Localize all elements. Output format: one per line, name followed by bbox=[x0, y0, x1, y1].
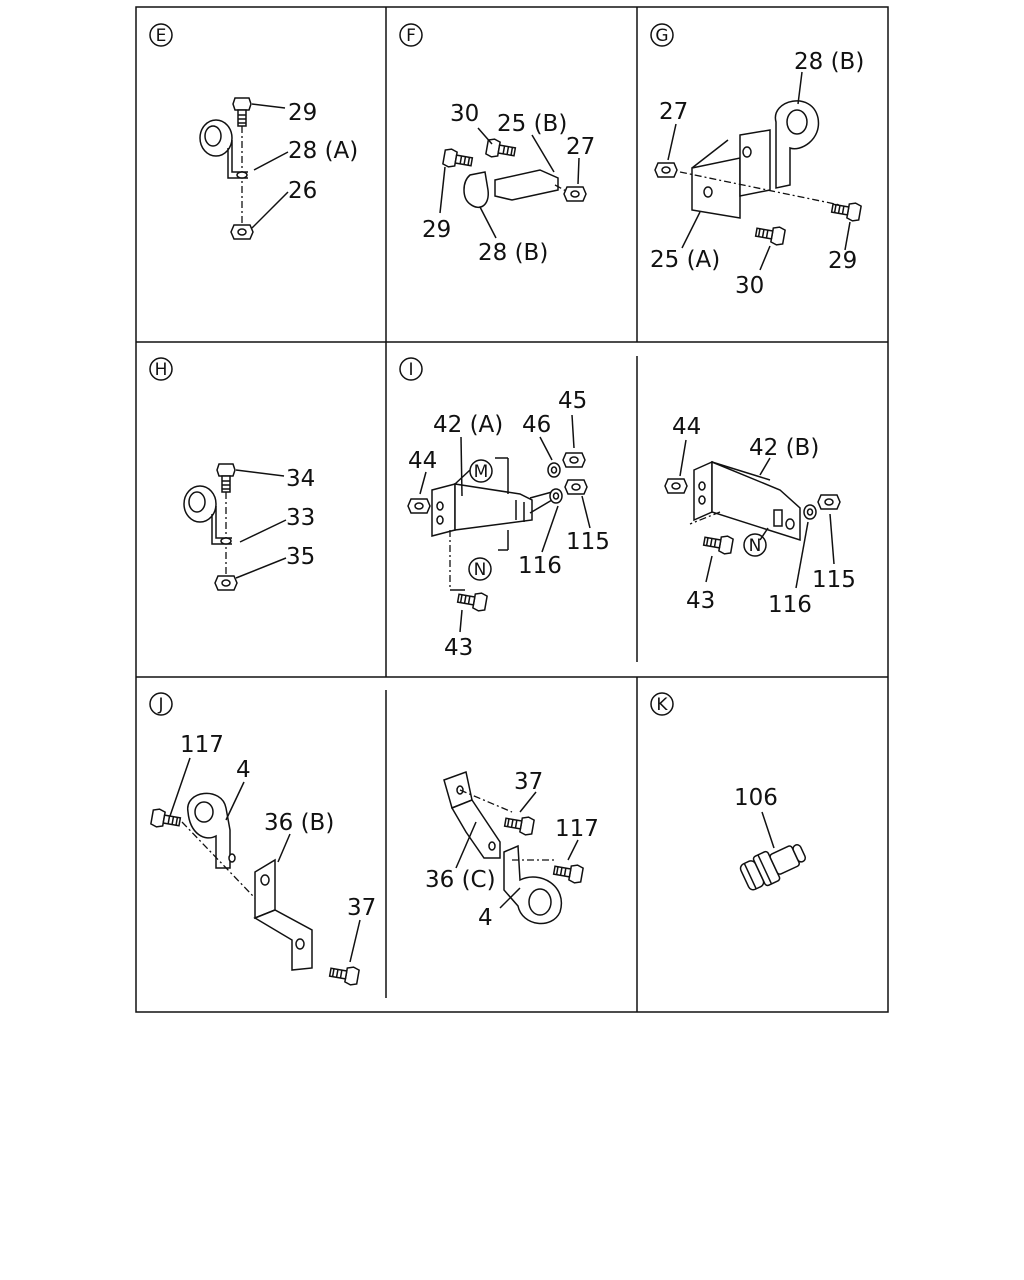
panel-letter: J bbox=[149, 692, 173, 716]
part-label: 37 bbox=[514, 769, 543, 795]
part-label: 115 bbox=[566, 529, 610, 555]
bracket-42a-drawing bbox=[407, 414, 591, 633]
part-label: 117 bbox=[180, 732, 224, 758]
part-label: 117 bbox=[555, 816, 599, 842]
bracket-36c-drawing bbox=[443, 771, 585, 925]
panel-letter: E bbox=[149, 23, 173, 47]
part-label: 44 bbox=[408, 448, 437, 474]
part-label: 27 bbox=[659, 99, 688, 125]
marker-m: M bbox=[469, 459, 493, 483]
part-label: 33 bbox=[286, 505, 315, 531]
svg-text:K: K bbox=[656, 695, 668, 715]
part-label: 44 bbox=[672, 414, 701, 440]
part-label: 30 bbox=[735, 273, 764, 299]
bracket-25b-drawing bbox=[439, 127, 587, 239]
fitting-106-drawing bbox=[739, 811, 807, 891]
part-label: 43 bbox=[686, 588, 715, 614]
bracket-42b-drawing bbox=[664, 439, 841, 589]
part-label: 35 bbox=[286, 544, 315, 570]
part-label: 36 (B) bbox=[264, 810, 334, 836]
panel-j: J 117 4 36 (B) 37 bbox=[149, 692, 376, 987]
part-label: 4 bbox=[478, 905, 493, 931]
clamp-28a-drawing bbox=[199, 97, 289, 240]
marker-n: N bbox=[468, 557, 492, 581]
part-label: 25 (B) bbox=[497, 111, 567, 137]
panel-k: K 106 bbox=[650, 692, 807, 891]
svg-text:H: H bbox=[155, 360, 168, 380]
clamp-33-drawing bbox=[183, 463, 287, 591]
panel-letter: F bbox=[399, 23, 423, 47]
svg-text:E: E bbox=[156, 26, 167, 46]
part-label: 42 (B) bbox=[749, 435, 819, 461]
svg-text:F: F bbox=[406, 26, 416, 46]
svg-text:N: N bbox=[474, 560, 487, 580]
part-label: 116 bbox=[768, 592, 812, 618]
part-label: 30 bbox=[450, 101, 479, 127]
part-label: 29 bbox=[288, 100, 317, 126]
part-label: 116 bbox=[518, 553, 562, 579]
marker-n: N bbox=[743, 533, 767, 557]
bracket-25a-drawing bbox=[654, 71, 863, 271]
svg-text:J: J bbox=[157, 695, 163, 715]
part-label: 4 bbox=[236, 757, 251, 783]
panel-letter: I bbox=[399, 357, 423, 381]
part-label: 42 (A) bbox=[433, 412, 503, 438]
part-label: 34 bbox=[286, 466, 315, 492]
part-label: 28 (B) bbox=[478, 240, 548, 266]
svg-text:I: I bbox=[408, 360, 413, 380]
panel-letter: G bbox=[650, 23, 674, 47]
panel-letter: H bbox=[149, 357, 173, 381]
panel-grid bbox=[135, 6, 889, 1013]
part-label: 28 (A) bbox=[288, 138, 358, 164]
part-label: 46 bbox=[522, 412, 551, 438]
panel-letter: K bbox=[650, 692, 674, 716]
part-label: 115 bbox=[812, 567, 856, 593]
part-label: 106 bbox=[734, 785, 778, 811]
part-label: 29 bbox=[422, 217, 451, 243]
panel-i: I bbox=[399, 357, 610, 661]
bracket-36b-drawing bbox=[149, 757, 361, 987]
panel-j-variant: 37 117 36 (C) 4 bbox=[425, 769, 599, 931]
svg-text:N: N bbox=[749, 536, 762, 556]
panel-h: H 34 33 35 bbox=[149, 357, 315, 591]
part-label: 37 bbox=[347, 895, 376, 921]
panel-e: E 29 28 (A) 26 bbox=[149, 23, 358, 240]
part-label: 29 bbox=[828, 248, 857, 274]
part-label: 45 bbox=[558, 388, 587, 414]
part-label: 27 bbox=[566, 134, 595, 160]
panel-i-variant: N 44 42 (B) 43 116 115 bbox=[664, 414, 856, 618]
svg-text:M: M bbox=[474, 462, 489, 482]
panel-f: F 30 25 (B) 27 29 28 (B) bbox=[399, 23, 595, 266]
svg-text:G: G bbox=[655, 26, 668, 46]
part-label: 43 bbox=[444, 635, 473, 661]
part-label: 28 (B) bbox=[794, 49, 864, 75]
panel-g: G 28 (B) 27 25 (A) 30 29 bbox=[650, 23, 864, 299]
part-label: 26 bbox=[288, 178, 317, 204]
part-label: 25 (A) bbox=[650, 247, 720, 273]
part-label: 36 (C) bbox=[425, 867, 496, 893]
